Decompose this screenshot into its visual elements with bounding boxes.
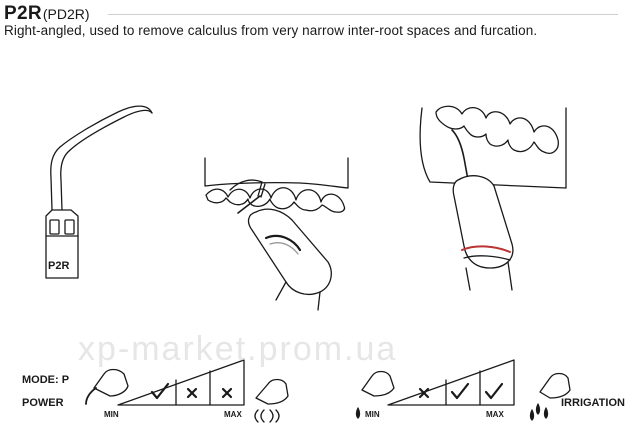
irrigation-label: IRRIGATION: [561, 397, 625, 409]
check-icon: [150, 382, 170, 400]
description: Right-angled, used to remove calculus fr…: [4, 23, 538, 38]
power-max-label: MAX: [224, 410, 242, 419]
power-scale: [85, 359, 289, 423]
check-icon: [450, 382, 470, 400]
scene-lower-teeth: [204, 157, 349, 311]
mode-label: MODE: P: [22, 374, 70, 386]
title-row: P2R (PD2R): [4, 3, 90, 25]
model-alt-name: (PD2R): [42, 6, 90, 22]
cross-icon: [186, 387, 198, 399]
tip-drawing: [45, 105, 153, 279]
irrigation-max-label: MAX: [486, 410, 504, 419]
power-label: POWER: [22, 397, 64, 409]
cross-icon: [418, 387, 430, 399]
check-icon: [484, 382, 504, 400]
model-name: P2R: [4, 3, 42, 24]
irrigation-min-label: MIN: [365, 410, 380, 419]
power-min-label: MIN: [104, 410, 119, 419]
tip-label: P2R: [48, 260, 70, 272]
title-divider: [108, 14, 618, 15]
scene-upper-teeth: [419, 105, 567, 291]
cross-icon: [221, 387, 233, 399]
mark-icons: [150, 382, 504, 400]
irrigation-scale: [355, 359, 571, 421]
